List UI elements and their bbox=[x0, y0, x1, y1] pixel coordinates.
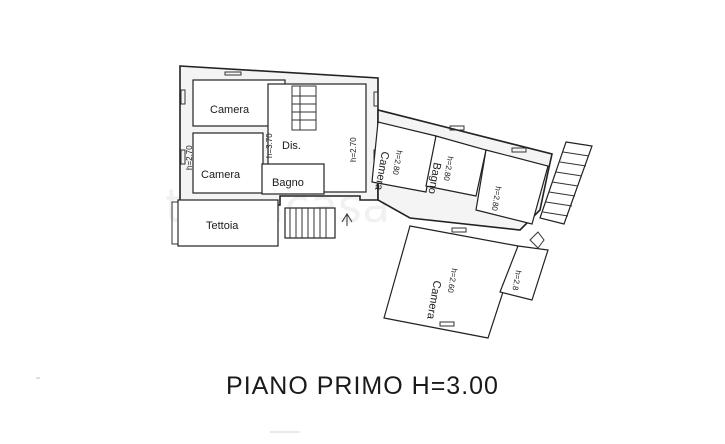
left-building bbox=[179, 65, 379, 206]
right-wing bbox=[371, 108, 553, 339]
label-tettoia: Tettoia bbox=[206, 220, 239, 232]
label-h270-mid: h=2.70 bbox=[349, 137, 358, 162]
label-h280-small: h=2.8 bbox=[510, 270, 522, 292]
label-camera-top: Camera bbox=[210, 104, 250, 116]
stair-external bbox=[539, 141, 593, 225]
room-bagno-right bbox=[425, 135, 487, 197]
plan-title: PIANO PRIMO H=3.00 bbox=[226, 372, 499, 400]
label-h260: h=2.60 bbox=[446, 268, 459, 294]
room-camera-left bbox=[192, 132, 264, 194]
label-h270-left: h=2.70 bbox=[185, 145, 194, 170]
room-right-small bbox=[475, 149, 549, 225]
label-camera-left: Camera bbox=[201, 169, 241, 181]
room-camera-big bbox=[383, 225, 519, 339]
room-bagno bbox=[261, 163, 325, 195]
tettoia-area bbox=[171, 199, 279, 247]
label-bagno-right: Bagno bbox=[426, 161, 443, 194]
label-h280-room: h=2.80 bbox=[490, 186, 503, 212]
label-h280-bagno: h=2.80 bbox=[442, 156, 455, 182]
stair-main bbox=[284, 207, 353, 239]
stair-up-arrow-icon bbox=[341, 213, 353, 226]
label-dis: Dis. bbox=[282, 140, 301, 152]
room-camera-mid bbox=[371, 121, 437, 193]
stair-small bbox=[291, 85, 317, 131]
label-h280-camera: h=2.80 bbox=[391, 150, 404, 176]
label-bagno: Bagno bbox=[272, 177, 304, 189]
label-h370: h=3.70 bbox=[265, 133, 274, 158]
